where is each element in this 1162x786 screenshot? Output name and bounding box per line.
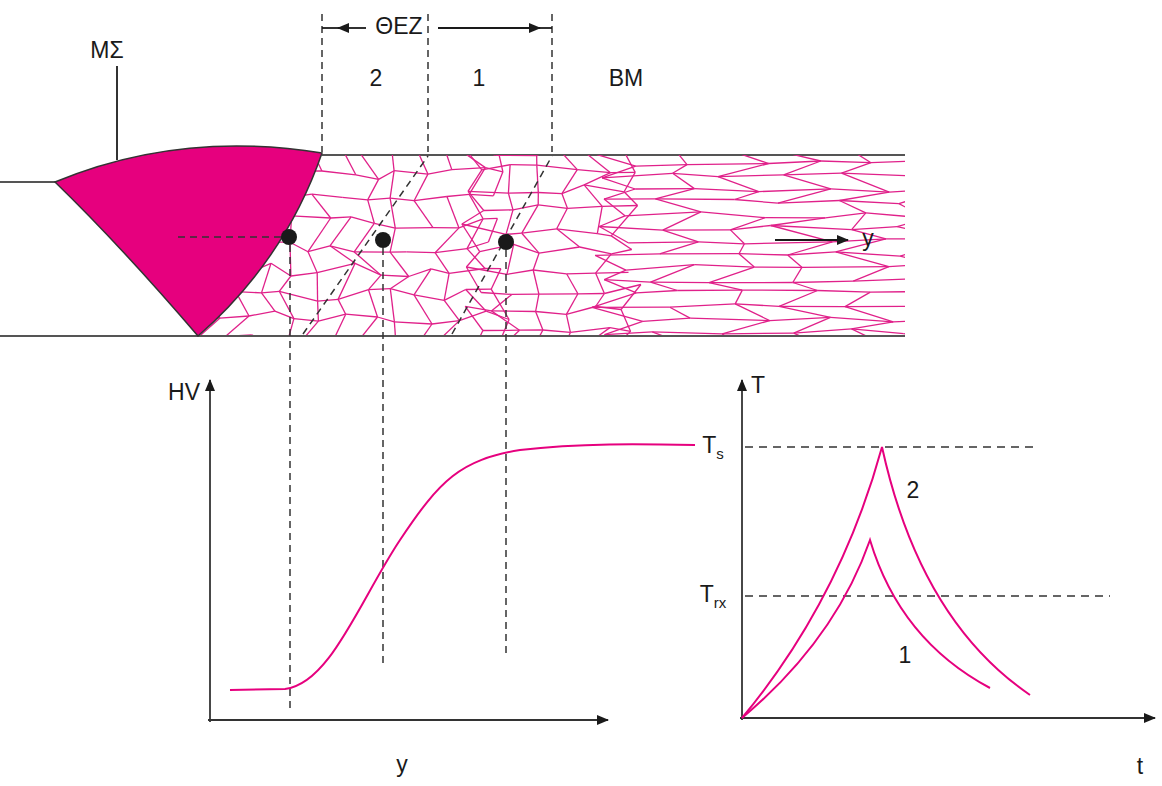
direction-arrow [775, 239, 848, 241]
axis-label: HV [168, 381, 200, 404]
axis-label: y [396, 753, 408, 776]
dimension-arrow [438, 27, 540, 29]
dimension-arrow [322, 27, 340, 29]
axis-label: T [751, 374, 765, 397]
thermal-cycles [742, 447, 1030, 718]
hardness-curve [230, 444, 695, 690]
leader-line [116, 66, 118, 160]
base-metal-label: BM [609, 67, 644, 90]
zone-boundaries [178, 14, 552, 710]
hardness-axes [208, 380, 608, 722]
zone-label: ΘΕΖ [375, 15, 422, 38]
weld-metal [55, 146, 322, 336]
dimension-arrow [538, 27, 552, 29]
measure-points [281, 229, 514, 250]
temperature-levels [745, 447, 1110, 596]
zone-number: 2 [370, 67, 383, 90]
dimension-arrow [338, 27, 366, 29]
axis-label: t [1137, 755, 1143, 778]
curve-number: 1 [899, 644, 912, 667]
temperature-label: Trx [700, 583, 727, 606]
weld-label: ΜΣ [90, 39, 123, 62]
thermal-axes [740, 380, 1155, 720]
curve-number: 2 [907, 479, 920, 502]
zone-number: 1 [473, 67, 486, 90]
axis-label: y [862, 227, 874, 250]
temperature-label: Ts [702, 434, 724, 457]
